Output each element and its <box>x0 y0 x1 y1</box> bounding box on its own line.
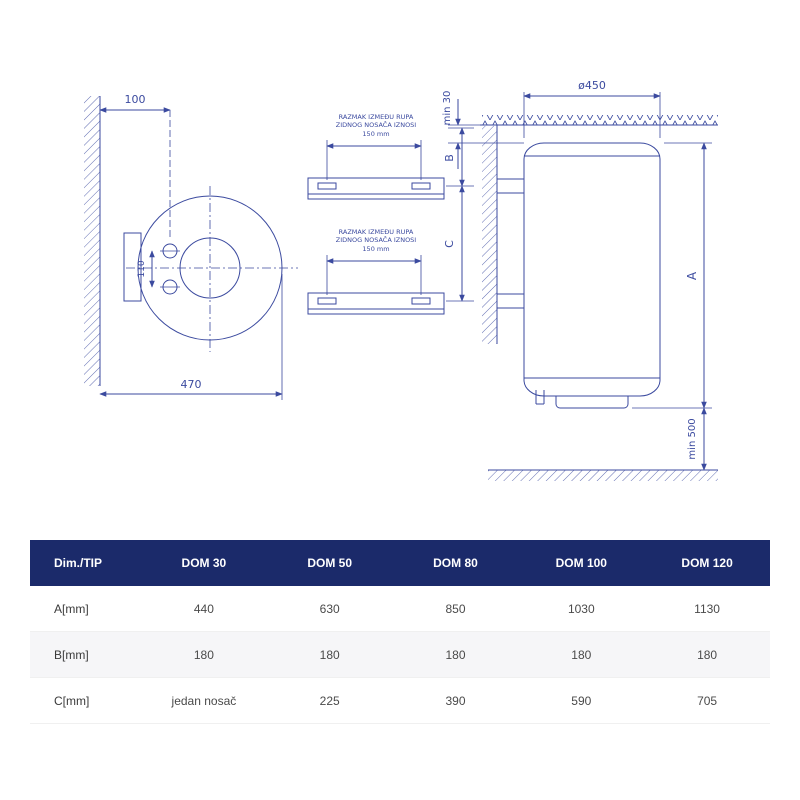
bracket-top-slot-left <box>317 182 337 190</box>
row-c-dom80: 390 <box>445 693 466 708</box>
front-view <box>84 96 298 400</box>
bracket-note-bot-1: RAZMAK IZMEĐU RUPA <box>339 228 414 236</box>
row-b-dom80: 180 <box>445 647 466 662</box>
table-row-b: B[mm] 180 180 180 180 180 <box>30 632 770 678</box>
bracket-note-bot-3: 150 mm <box>362 245 389 253</box>
row-a-dom100: 1030 <box>567 601 595 616</box>
bracket-bottom-slot-left <box>317 297 337 305</box>
row-c-dom120: 705 <box>697 693 718 708</box>
bracket-views <box>307 127 474 315</box>
bracket-top-slot-right <box>411 182 431 190</box>
side-view <box>448 92 718 481</box>
bracket-note-top-2: ZIDNOG NOSAČA IZNOSI <box>336 120 417 129</box>
table-header-dom80: DOM 80 <box>433 556 478 570</box>
row-c-dom100: 590 <box>571 693 592 708</box>
bracket-bottom-flange <box>307 308 445 315</box>
row-a-dom80: 850 <box>445 601 466 616</box>
dim-470-label: 470 <box>181 378 202 391</box>
row-b-label: B[mm] <box>54 647 89 662</box>
ceiling-zigzag <box>482 115 718 125</box>
mount-hook-bottom <box>496 293 525 309</box>
bracket-note-top-3: 150 mm <box>362 130 389 138</box>
table-header-row: Dim./TIP DOM 30 DOM 50 DOM 80 DOM 100 DO… <box>30 540 770 586</box>
boiler-bottom-cap <box>555 396 629 409</box>
dim-a-label: A <box>685 271 699 280</box>
technical-drawing: 100 110 470 <box>84 79 718 481</box>
table-header-dom50: DOM 50 <box>307 556 353 570</box>
row-a-dom30: 440 <box>193 601 214 616</box>
bracket-top-plate <box>307 177 445 195</box>
row-a-label: A[mm] <box>54 601 89 616</box>
row-a-dom120: 1130 <box>694 601 720 616</box>
mount-hook-top <box>496 178 525 194</box>
table-header-dom120: DOM 120 <box>681 556 733 570</box>
floor-hatch <box>488 470 718 481</box>
row-c-label: C[mm] <box>54 693 90 708</box>
table-row-c: C[mm] jedan nosač 225 390 590 705 <box>30 678 770 724</box>
table-header-dim-tip: Dim./TIP <box>54 556 103 570</box>
dim-dia-label: ø450 <box>578 79 606 92</box>
row-b-dom100: 180 <box>571 647 592 662</box>
table-header-dom30: DOM 30 <box>181 556 227 570</box>
bracket-top-flange <box>307 193 445 200</box>
bracket-bottom-plate <box>307 292 445 310</box>
front-view-labels: 100 110 470 <box>125 93 202 391</box>
row-c-dom30: jedan nosač <box>171 693 237 708</box>
bracket-note-top-1: RAZMAK IZMEĐU RUPA <box>339 113 414 121</box>
row-b-dom50: 180 <box>319 647 340 662</box>
wall-hatch-left <box>84 96 100 386</box>
wall-bracket-plate <box>123 232 142 302</box>
table-row-a: A[mm] 440 630 850 1030 1130 <box>30 586 770 632</box>
bracket-view-labels: RAZMAK IZMEĐU RUPA ZIDNOG NOSAČA IZNOSI … <box>336 113 456 253</box>
dimensions-table: Dim./TIP DOM 30 DOM 50 DOM 80 DOM 100 DO… <box>30 540 770 724</box>
row-b-dom30: 180 <box>193 647 214 662</box>
dim-100-label: 100 <box>125 93 146 106</box>
wall-hatch-right <box>482 126 497 344</box>
side-view-labels: ø450 min 30 A min 500 <box>442 79 699 460</box>
boiler-body <box>523 142 661 397</box>
bracket-note-bot-2: ZIDNOG NOSAČA IZNOSI <box>336 235 417 244</box>
dim-min500-label: min 500 <box>687 418 698 459</box>
row-b-dom120: 180 <box>697 647 718 662</box>
dim-c-label: C <box>443 240 456 248</box>
dim-b-label: B <box>443 154 456 162</box>
row-a-dom50: 630 <box>319 601 340 616</box>
row-c-dom50: 225 <box>319 693 340 708</box>
dim-110-label: 110 <box>137 260 147 277</box>
bracket-bottom-slot-right <box>411 297 431 305</box>
dim-min30-label: min 30 <box>442 91 453 126</box>
table-header-dom100: DOM 100 <box>555 556 607 570</box>
